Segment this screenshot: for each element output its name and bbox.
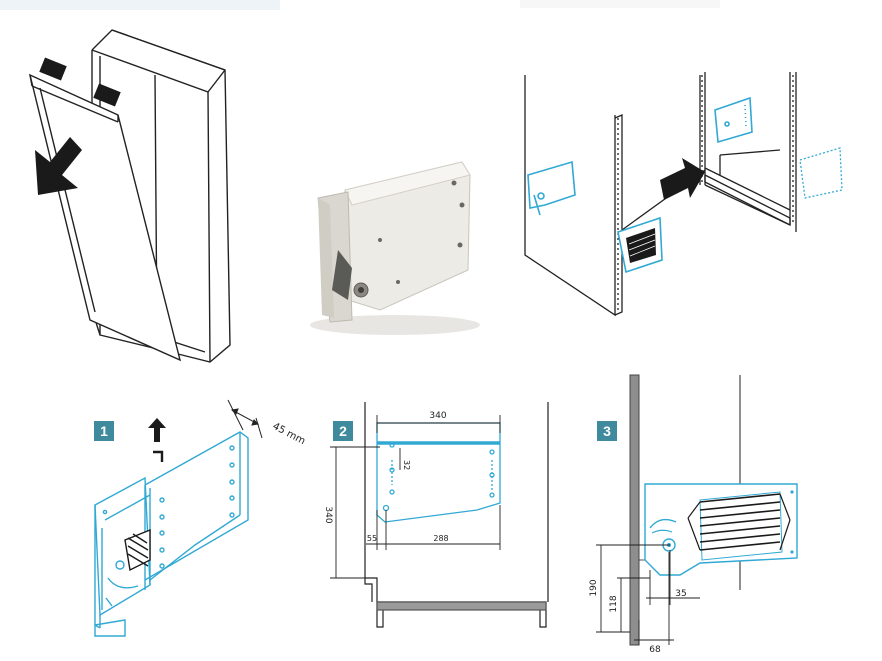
- step-2-width-label: 340: [429, 411, 446, 421]
- step-1-label: 1: [100, 423, 108, 439]
- step-2-offset-label: 55: [367, 534, 377, 543]
- step-2-label: 2: [339, 423, 347, 439]
- step-3-190-label: 190: [589, 579, 599, 596]
- step-1-drawing: [94, 431, 249, 637]
- step-3-dimensions: [596, 544, 700, 645]
- step-3-spring: [687, 493, 791, 551]
- arrow-right-icon: [660, 158, 705, 200]
- hinge-outline-dotted: [799, 147, 843, 199]
- step-1-dimension: [227, 399, 263, 439]
- hook-icon: [153, 450, 164, 462]
- hinge-outline-top: [714, 96, 753, 144]
- step-3-badge: 3: [597, 421, 617, 441]
- wardrobe-illustration: [28, 29, 231, 363]
- step-2-dimensions: [330, 415, 501, 579]
- step-3-68-label: 68: [649, 645, 661, 655]
- top-strip-left: [0, 0, 280, 10]
- step-3-118-label: 118: [609, 595, 619, 612]
- top-strip-right: [520, 0, 720, 8]
- step-3-label: 3: [603, 423, 611, 439]
- step-1-badge: 1: [94, 421, 114, 441]
- step-1-depth-label: 45 mm: [271, 421, 307, 447]
- arrow-down-left-icon: [35, 137, 82, 195]
- step-3-hinge: [644, 483, 798, 576]
- step-2-span-label: 288: [433, 534, 448, 543]
- hinge-outline-left: [527, 160, 576, 216]
- step-2-hole-label: 32: [402, 460, 411, 470]
- step-1-spring: [124, 528, 151, 572]
- cabinet-hinge-illustration: [524, 72, 797, 317]
- step-2-height-label: 340: [323, 506, 333, 523]
- hinge-product-photo: [300, 145, 490, 340]
- step-2-badge: 2: [333, 421, 353, 441]
- step-3-35-label: 35: [675, 589, 686, 599]
- hinge-mounted-center: [617, 216, 663, 274]
- arrow-up-icon: [148, 418, 166, 442]
- step-2-hinge: [376, 422, 501, 523]
- step-2-cabinet: [364, 402, 549, 628]
